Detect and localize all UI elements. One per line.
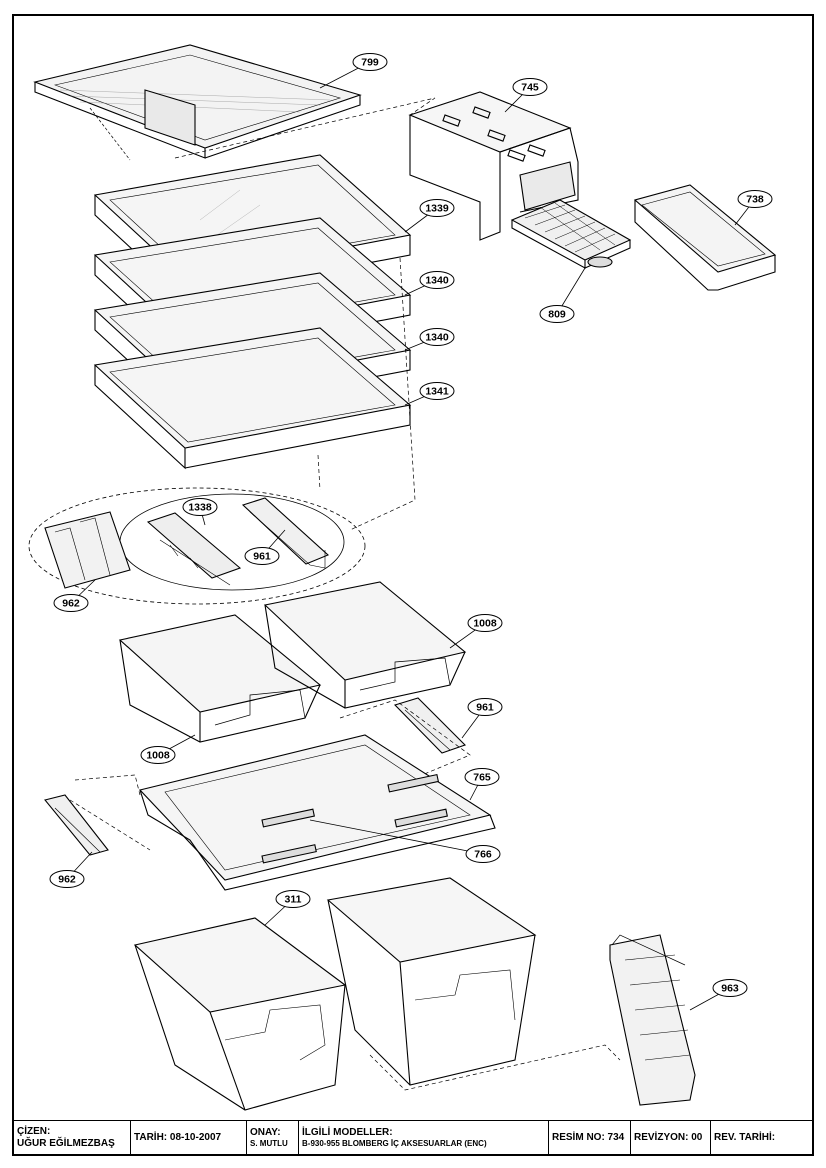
part-number-label: 961 [253,551,271,563]
drawn-by-value: UĞUR EĞİLMEZBAŞ [17,1137,115,1149]
part-962-rail-left [44,511,131,589]
revision-number: REVİZYON: 00 [634,1131,703,1143]
label-oval [467,698,503,716]
part-738-tray [633,184,777,291]
models-label: İLGİLİ MODELLER: [302,1126,393,1138]
callout-p962b: 962 [49,851,93,888]
part-number-label: 738 [746,194,764,206]
part-number-label: 1340 [425,332,449,344]
callout-p961a: 961 [244,529,286,565]
models-value: B-930-955 BLOMBERG İÇ AKSESUARLAR (ENC) [302,1138,487,1148]
part-number-label: 1341 [425,386,449,398]
part-962-rail-lower [44,794,109,856]
label-oval [49,870,85,888]
part-311-box-left [133,917,347,1111]
models-cell: İLGİLİ MODELLER: B-930-955 BLOMBERG İÇ A… [299,1121,549,1154]
label-oval [712,979,748,997]
callout-p1008b: 1008 [140,734,196,764]
approval-cell: ONAY: S. MUTLU [247,1121,299,1154]
label-oval [467,614,503,632]
part-number-label: 1339 [425,203,449,215]
part-number-label: 311 [285,894,302,906]
part-number-label: 962 [62,598,80,610]
label-oval [419,271,455,289]
label-oval [737,190,773,208]
drawn-by-label: ÇİZEN: [17,1125,51,1137]
label-oval [512,78,548,96]
label-oval [419,328,455,346]
part-963-rail [609,934,696,1106]
label-oval [419,382,455,400]
drawing-number: RESİM NO: 734 [552,1131,625,1143]
part-number-label: 745 [521,82,539,94]
approval-label: ONAY: [250,1126,281,1138]
drawing-frame [12,14,814,1156]
callout-p1340a: 1340 [404,271,455,296]
callout-p766: 766 [309,819,501,863]
part-number-label: 765 [473,772,491,784]
revision-date-cell: REV. TARİHİ: [711,1121,812,1154]
callout-p1340b: 1340 [404,328,455,351]
label-oval [465,845,501,863]
callout-p799: 799 [319,53,388,89]
date-value: TARİH: 08-10-2007 [134,1131,222,1143]
part-1341-shelf [93,327,412,470]
part-number-label: 1340 [425,275,449,287]
callout-p1338: 1338 [182,498,218,526]
exploded-parts-drawing: 799 745 738 1339 1340 1340 1341 809 1338 961 962 10… [28,44,777,1111]
leader-line [309,819,484,855]
callout-p745: 745 [504,78,548,113]
label-oval [182,498,218,516]
label-oval [464,768,500,786]
part-number-label: 962 [58,874,76,886]
part-number-label: 799 [361,57,379,69]
callout-p1339: 1339 [404,199,455,233]
callout-p765: 765 [464,768,500,801]
label-oval [140,746,176,764]
callout-p961b: 961 [461,698,503,739]
callout-p963: 963 [689,979,748,1011]
label-oval [53,594,89,612]
date-cell: TARİH: 08-10-2007 [131,1121,247,1154]
part-number-label: 1008 [146,750,170,762]
part-number-label: 766 [474,849,492,861]
approval-value: S. MUTLU [250,1138,288,1148]
part-number-label: 1338 [188,502,212,514]
part-1008-crisper-right [263,581,467,709]
drawing-number-cell: RESİM NO: 734 [549,1121,631,1154]
part-number-label: 963 [721,983,739,995]
label-oval [539,305,575,323]
drawn-by-cell: ÇİZEN: UĞUR EĞİLMEZBAŞ [14,1121,131,1154]
part-765-cover [138,734,496,891]
callout-p962a: 962 [53,579,96,612]
label-oval [352,53,388,71]
part-1338-bar [146,512,242,586]
part-labels: 799 745 738 1339 1340 1340 1341 809 1338 961 962 10… [49,53,773,1011]
revision-cell: REVİZYON: 00 [631,1121,711,1154]
label-oval [275,890,311,908]
revision-date-label: REV. TARİHİ: [714,1131,776,1143]
part-number-label: 809 [548,309,566,321]
label-oval [244,547,280,565]
callout-p311: 311 [264,890,311,926]
part-number-label: 961 [476,702,494,714]
part-number-label: 1008 [473,618,497,630]
label-oval [419,199,455,217]
callout-p809: 809 [539,267,586,323]
part-311-box-right [326,877,537,1086]
callout-p738: 738 [734,190,773,226]
part-961-rail-top [241,497,330,569]
part-799-shelf [33,44,362,161]
callout-p1008a: 1008 [449,614,503,649]
title-block: ÇİZEN: UĞUR EĞİLMEZBAŞ TARİH: 08-10-2007… [14,1120,812,1154]
part-1008-crisper-left [118,614,322,743]
callout-p1341: 1341 [404,382,455,406]
part-809-ice-tray [510,199,632,269]
rail-group-outline [28,487,366,605]
